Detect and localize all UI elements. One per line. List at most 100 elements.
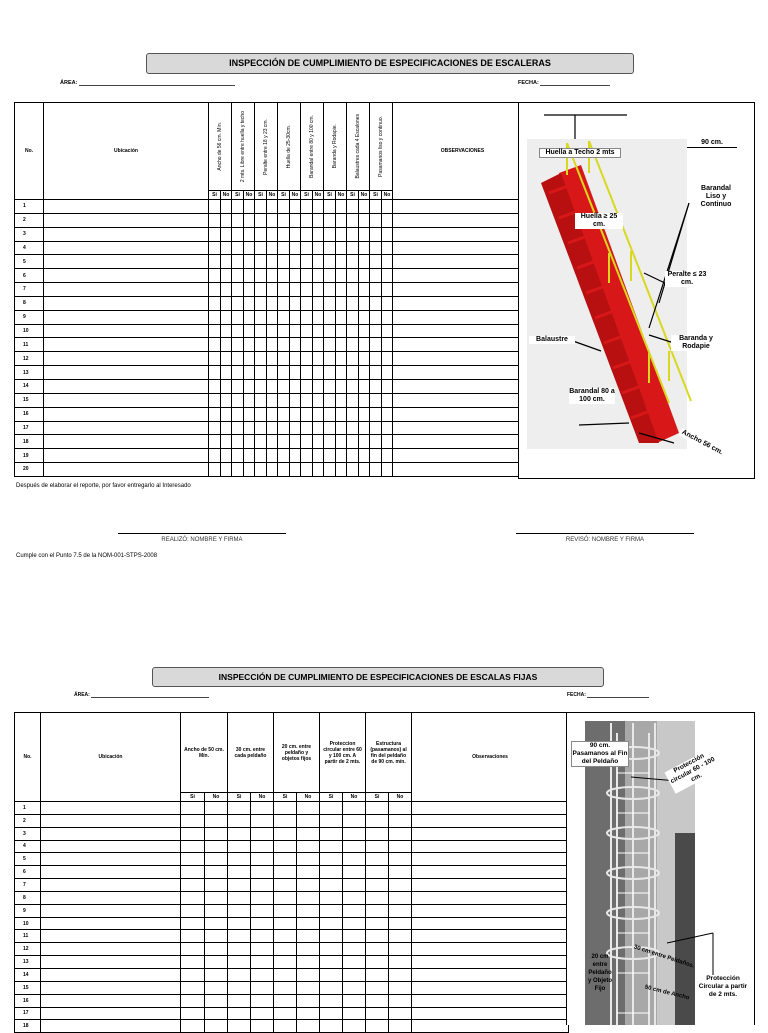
no-cell[interactable] bbox=[250, 865, 274, 880]
si-cell[interactable] bbox=[254, 295, 267, 311]
no-cell[interactable] bbox=[312, 378, 324, 394]
observaciones-cell[interactable] bbox=[392, 212, 533, 228]
observaciones-cell[interactable] bbox=[411, 1019, 570, 1033]
ubicacion-cell[interactable] bbox=[40, 916, 181, 931]
no-cell[interactable] bbox=[341, 865, 367, 880]
no-cell[interactable] bbox=[358, 420, 370, 436]
si-cell[interactable] bbox=[208, 351, 221, 367]
observaciones-cell[interactable] bbox=[411, 1006, 570, 1021]
no-cell[interactable] bbox=[220, 295, 232, 311]
no-cell[interactable] bbox=[312, 448, 324, 464]
si-cell[interactable] bbox=[365, 980, 390, 995]
no-cell[interactable] bbox=[335, 295, 347, 311]
ubicacion-cell[interactable] bbox=[43, 337, 209, 353]
no-cell[interactable] bbox=[243, 351, 255, 367]
no-cell[interactable] bbox=[388, 955, 413, 969]
no-cell[interactable] bbox=[266, 295, 278, 311]
no-cell[interactable] bbox=[220, 282, 232, 297]
no-cell[interactable] bbox=[312, 351, 324, 367]
no-cell[interactable] bbox=[312, 212, 324, 228]
si-cell[interactable] bbox=[227, 852, 251, 867]
si-cell[interactable] bbox=[369, 309, 382, 325]
no-cell[interactable] bbox=[358, 240, 370, 256]
si-cell[interactable] bbox=[231, 351, 244, 367]
si-cell[interactable] bbox=[346, 199, 359, 214]
observaciones-cell[interactable] bbox=[392, 462, 533, 477]
no-cell[interactable] bbox=[204, 813, 228, 828]
no-cell[interactable] bbox=[220, 337, 232, 353]
observaciones-cell[interactable] bbox=[392, 406, 533, 422]
no-cell[interactable] bbox=[388, 916, 413, 931]
no-cell[interactable] bbox=[266, 254, 278, 270]
no-cell[interactable] bbox=[312, 268, 324, 284]
no-cell[interactable] bbox=[312, 392, 324, 408]
no-cell[interactable] bbox=[341, 967, 367, 982]
si-cell[interactable] bbox=[346, 365, 359, 380]
no-cell[interactable] bbox=[243, 406, 255, 422]
no-cell[interactable] bbox=[388, 967, 413, 982]
si-cell[interactable] bbox=[369, 295, 382, 311]
ubicacion-cell[interactable] bbox=[43, 378, 209, 394]
no-cell[interactable] bbox=[381, 226, 393, 242]
si-cell[interactable] bbox=[273, 890, 297, 905]
si-cell[interactable] bbox=[180, 878, 205, 892]
no-cell[interactable] bbox=[296, 801, 320, 815]
si-cell[interactable] bbox=[273, 903, 297, 918]
observaciones-cell[interactable] bbox=[411, 878, 570, 892]
no-cell[interactable] bbox=[312, 240, 324, 256]
observaciones-cell[interactable] bbox=[392, 351, 533, 367]
si-cell[interactable] bbox=[227, 1019, 251, 1033]
si-cell[interactable] bbox=[273, 839, 297, 854]
no-cell[interactable] bbox=[296, 890, 320, 905]
ubicacion-cell[interactable] bbox=[43, 226, 209, 242]
si-cell[interactable] bbox=[323, 392, 336, 408]
no-cell[interactable] bbox=[243, 392, 255, 408]
si-cell[interactable] bbox=[208, 282, 221, 297]
no-cell[interactable] bbox=[296, 929, 320, 944]
no-cell[interactable] bbox=[296, 852, 320, 867]
no-cell[interactable] bbox=[296, 916, 320, 931]
si-cell[interactable] bbox=[300, 462, 313, 477]
ubicacion-cell[interactable] bbox=[43, 212, 209, 228]
si-cell[interactable] bbox=[231, 212, 244, 228]
ubicacion-cell[interactable] bbox=[40, 967, 181, 982]
no-cell[interactable] bbox=[388, 878, 413, 892]
no-cell[interactable] bbox=[335, 226, 347, 242]
si-cell[interactable] bbox=[273, 916, 297, 931]
no-cell[interactable] bbox=[388, 801, 413, 815]
no-cell[interactable] bbox=[220, 406, 232, 422]
ubicacion-cell[interactable] bbox=[43, 392, 209, 408]
si-cell[interactable] bbox=[208, 199, 221, 214]
observaciones-cell[interactable] bbox=[392, 268, 533, 284]
no-cell[interactable] bbox=[289, 323, 301, 339]
si-cell[interactable] bbox=[346, 268, 359, 284]
no-cell[interactable] bbox=[204, 878, 228, 892]
no-cell[interactable] bbox=[358, 309, 370, 325]
si-cell[interactable] bbox=[300, 420, 313, 436]
ubicacion-cell[interactable] bbox=[43, 282, 209, 297]
ubicacion-cell[interactable] bbox=[43, 365, 209, 380]
no-cell[interactable] bbox=[358, 268, 370, 284]
no-cell[interactable] bbox=[335, 254, 347, 270]
si-cell[interactable] bbox=[346, 351, 359, 367]
no-cell[interactable] bbox=[266, 392, 278, 408]
no-cell[interactable] bbox=[289, 226, 301, 242]
no-cell[interactable] bbox=[220, 240, 232, 256]
si-cell[interactable] bbox=[365, 1006, 390, 1021]
no-cell[interactable] bbox=[204, 980, 228, 995]
si-cell[interactable] bbox=[319, 916, 343, 931]
si-cell[interactable] bbox=[346, 448, 359, 464]
si-cell[interactable] bbox=[273, 929, 297, 944]
ubicacion-cell[interactable] bbox=[40, 813, 181, 828]
si-cell[interactable] bbox=[319, 826, 343, 841]
no-cell[interactable] bbox=[266, 462, 278, 477]
no-cell[interactable] bbox=[388, 865, 413, 880]
no-cell[interactable] bbox=[358, 323, 370, 339]
observaciones-cell[interactable] bbox=[411, 852, 570, 867]
si-cell[interactable] bbox=[227, 826, 251, 841]
observaciones-cell[interactable] bbox=[411, 980, 570, 995]
si-cell[interactable] bbox=[300, 226, 313, 242]
no-cell[interactable] bbox=[358, 406, 370, 422]
no-cell[interactable] bbox=[381, 392, 393, 408]
observaciones-cell[interactable] bbox=[411, 813, 570, 828]
